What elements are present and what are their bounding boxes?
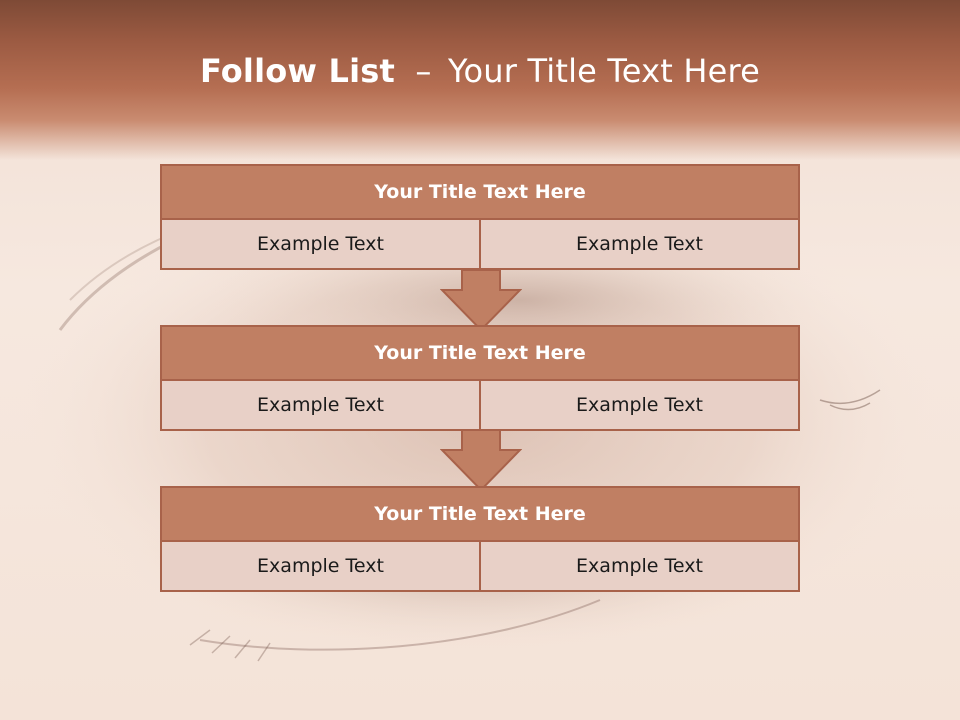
block-cell-right: Example Text [479, 220, 798, 268]
slide-title: Follow List – Your Title Text Here [0, 52, 960, 90]
block-title: Your Title Text Here [160, 164, 800, 220]
block-cell-left: Example Text [162, 542, 479, 590]
list-block-1: Your Title Text Here Example Text Exampl… [160, 164, 800, 270]
down-arrow-icon [440, 430, 522, 492]
title-bold: Follow List [199, 52, 396, 90]
list-block-2: Your Title Text Here Example Text Exampl… [160, 325, 800, 431]
block-cell-right: Example Text [479, 542, 798, 590]
title-rest: Your Title Text Here [448, 52, 761, 90]
title-dash: – [415, 52, 432, 90]
block-cell-left: Example Text [162, 220, 479, 268]
block-row: Example Text Example Text [160, 381, 800, 431]
list-block-3: Your Title Text Here Example Text Exampl… [160, 486, 800, 592]
block-row: Example Text Example Text [160, 220, 800, 270]
block-title: Your Title Text Here [160, 325, 800, 381]
block-title: Your Title Text Here [160, 486, 800, 542]
block-row: Example Text Example Text [160, 542, 800, 592]
down-arrow-icon [440, 270, 522, 332]
header-band [0, 0, 960, 160]
block-cell-right: Example Text [479, 381, 798, 429]
block-cell-left: Example Text [162, 381, 479, 429]
